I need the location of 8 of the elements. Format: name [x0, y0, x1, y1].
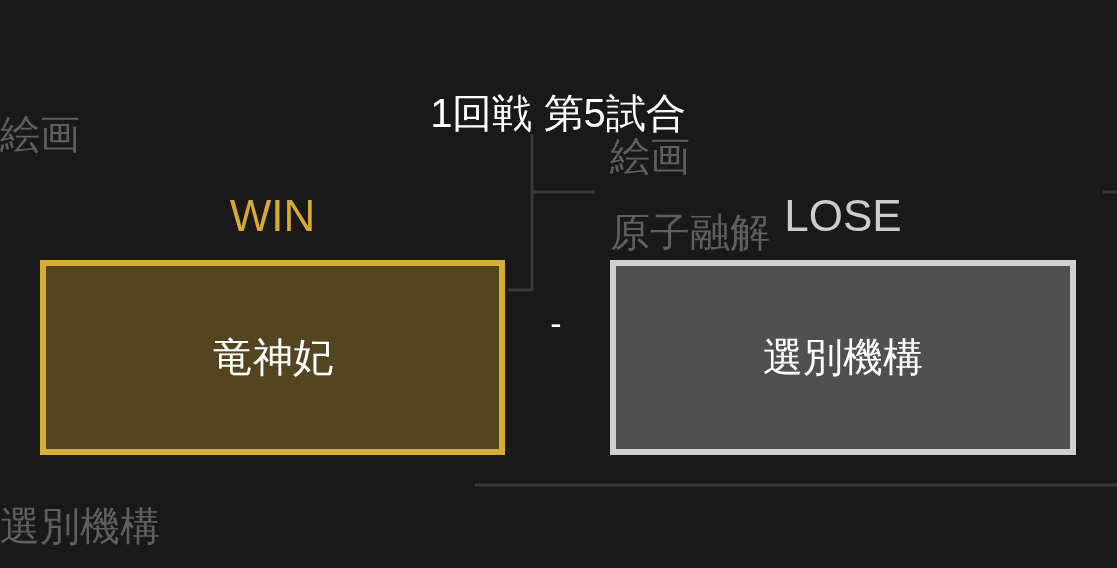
result-label: WIN: [229, 190, 316, 242]
separator-dash: -: [550, 302, 562, 344]
result-label: LOSE: [784, 190, 902, 242]
player-box: 選別機構: [610, 260, 1076, 455]
faded-label: 絵画: [0, 111, 80, 158]
player-box: 竜神妃: [40, 260, 505, 455]
faded-label: 原子融解: [610, 209, 770, 256]
faded-label: 選別機構: [0, 503, 160, 550]
